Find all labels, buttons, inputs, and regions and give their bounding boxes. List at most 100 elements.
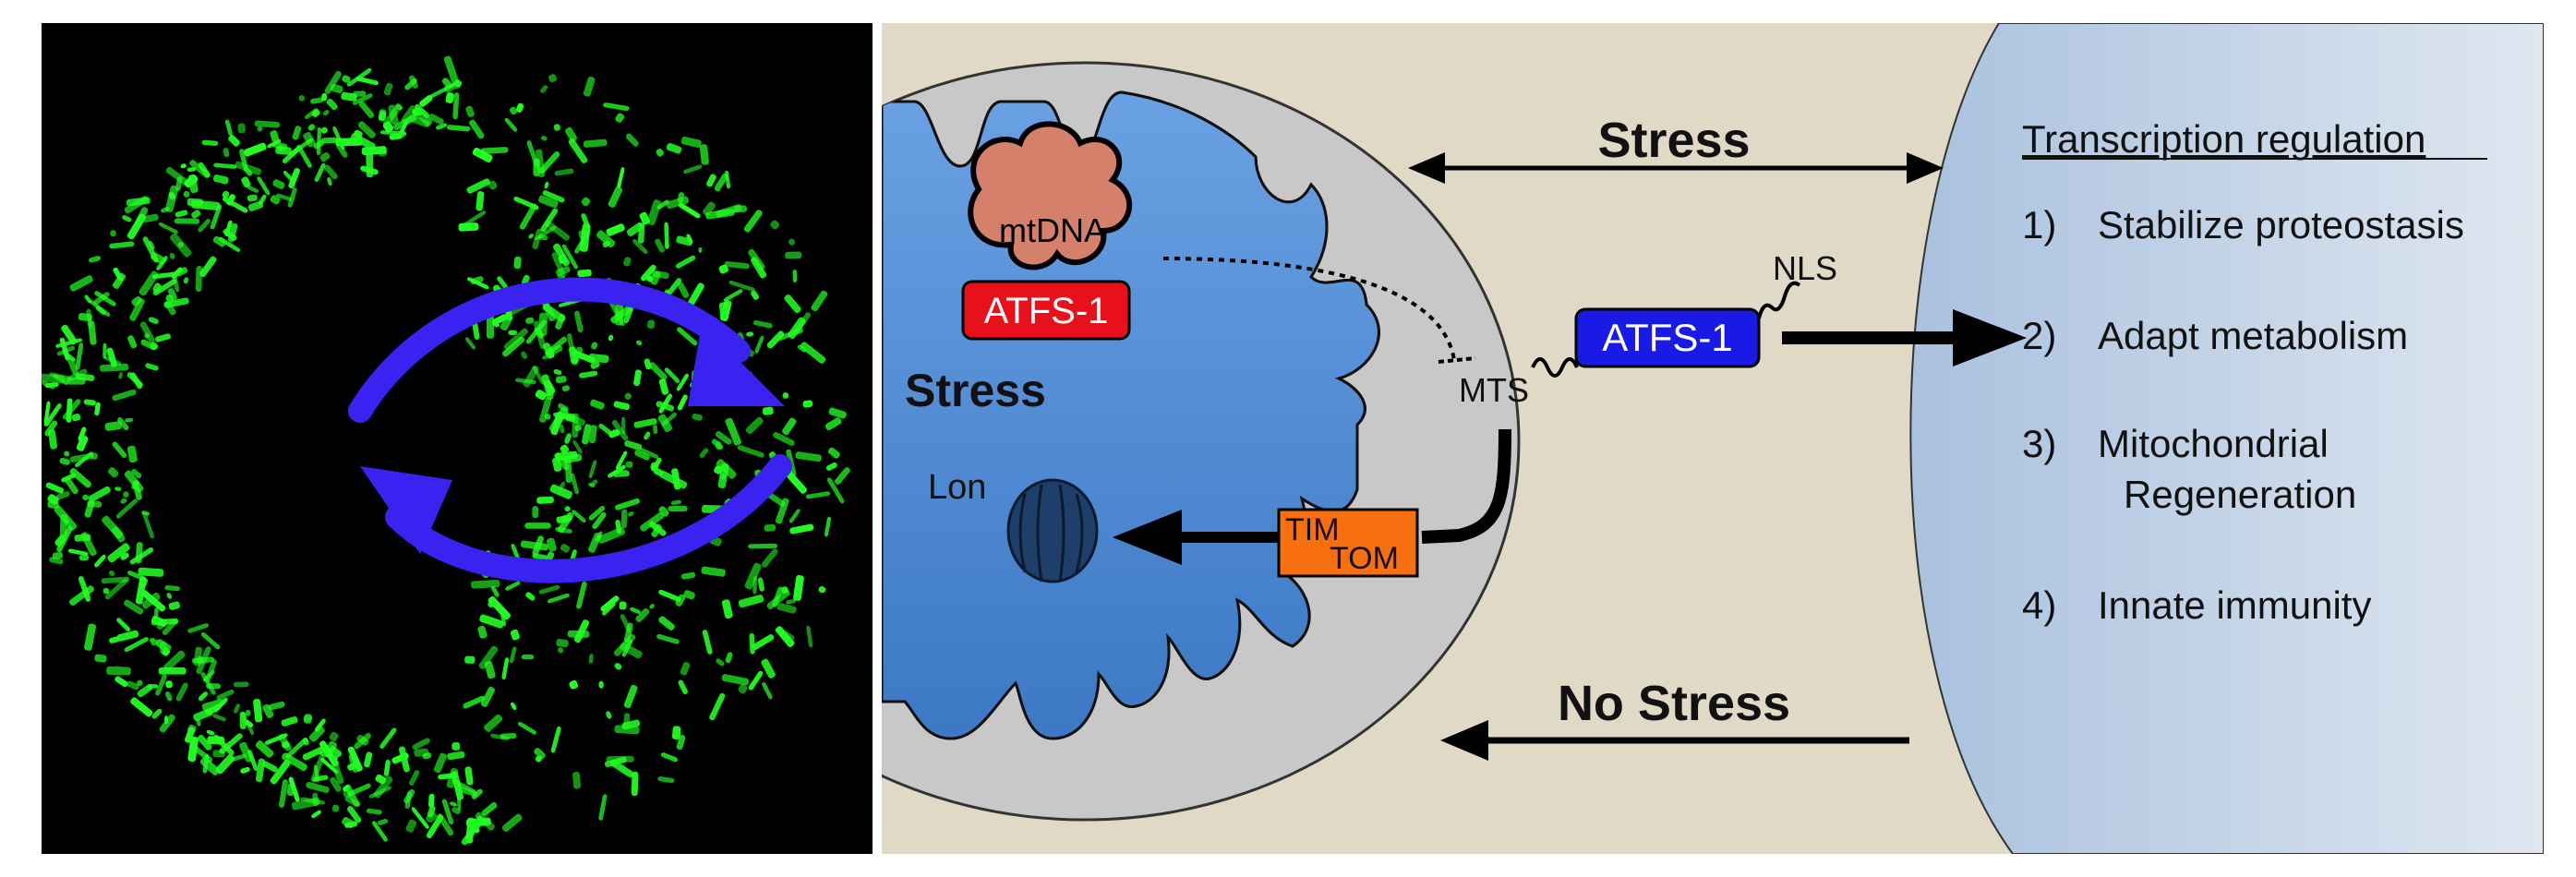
mitochondrion-segment bbox=[239, 149, 248, 169]
mitochondrion-segment bbox=[288, 167, 300, 189]
mitochondrion-segment bbox=[658, 393, 673, 414]
mitochondrion-segment bbox=[247, 194, 258, 202]
mitochondrion-segment bbox=[658, 589, 681, 602]
mitochondrion-segment bbox=[366, 808, 382, 815]
mitochondrion-segment bbox=[307, 124, 316, 131]
mitochondrion-segment bbox=[174, 218, 200, 224]
mitochondrion-segment bbox=[504, 117, 518, 132]
mitochondrion-segment bbox=[825, 462, 837, 471]
mitochondrion-segment bbox=[66, 398, 73, 423]
mitochondrion-segment bbox=[270, 130, 280, 143]
mitochondrion-segment bbox=[201, 698, 224, 712]
mitochondrion-segment bbox=[540, 136, 548, 141]
mitochondrion-segment bbox=[189, 743, 213, 763]
mitochondrion-segment bbox=[548, 407, 569, 433]
mitochondrion-segment bbox=[125, 417, 134, 423]
mitochondrion-segment bbox=[168, 192, 176, 200]
mitochondrion-segment bbox=[625, 461, 633, 468]
mitochondrion-segment bbox=[108, 570, 115, 577]
mitochondrion-segment bbox=[106, 666, 131, 676]
mitochondrion-segment bbox=[556, 514, 572, 523]
mitochondrion-segment bbox=[573, 310, 584, 333]
mitochondrion-segment bbox=[715, 431, 732, 445]
mitochondrion-segment bbox=[292, 126, 302, 140]
mitochondrion-segment bbox=[615, 498, 641, 511]
mitochondrion-segment bbox=[545, 336, 568, 356]
mitochondrion-segment bbox=[516, 102, 524, 113]
mitochondrion-segment bbox=[159, 714, 175, 733]
mitochondrion-segment bbox=[680, 571, 696, 580]
mitochondrion-segment bbox=[770, 220, 780, 230]
mitochondrion-segment bbox=[536, 496, 554, 504]
mitochondrion-segment bbox=[721, 674, 750, 686]
mitochondrion-segment bbox=[532, 506, 539, 519]
mitochondrion-segment bbox=[716, 658, 725, 667]
mitochondrion-segment bbox=[89, 256, 102, 263]
mitochondrion-segment bbox=[470, 276, 484, 284]
mitochondrion-segment bbox=[350, 132, 376, 150]
mitochondrion-segment bbox=[620, 509, 628, 529]
mitochondrion-segment bbox=[478, 645, 499, 669]
mitochondrion-segment bbox=[625, 133, 639, 147]
mitochondrion-segment bbox=[202, 670, 215, 682]
mitochondrion-segment bbox=[223, 148, 230, 158]
mitochondrion-segment bbox=[535, 390, 548, 401]
mitochondrion-segment bbox=[90, 452, 98, 460]
mitochondrion-segment bbox=[94, 291, 116, 306]
list-item-number: 1) bbox=[2022, 203, 2056, 246]
mitochondrion-segment bbox=[639, 448, 659, 459]
mitochondrion-segment bbox=[737, 445, 764, 458]
mitochondrion-segment bbox=[94, 554, 106, 568]
mitochondrion-segment bbox=[308, 726, 325, 742]
mitochondrion-segment bbox=[222, 190, 230, 198]
mitochondrion-segment bbox=[78, 313, 92, 322]
mitochondrion-segment bbox=[206, 729, 215, 736]
mitochondrion-segment bbox=[564, 433, 572, 444]
mitochondrion-segment bbox=[464, 766, 474, 786]
mitochondrion-segment bbox=[653, 424, 658, 435]
mitochondrion-segment bbox=[240, 711, 255, 736]
mitochondrion-segment bbox=[43, 402, 62, 426]
mitochondrion-segment bbox=[104, 421, 122, 431]
mitochondrion-segment bbox=[360, 165, 379, 175]
mitochondrion-segment bbox=[595, 531, 603, 542]
mitochondrion-segment bbox=[721, 599, 733, 619]
mitochondrion-segment bbox=[212, 174, 229, 185]
mitochondrion-segment bbox=[412, 107, 422, 116]
mtdna-blob bbox=[968, 121, 1132, 270]
mitochondrion-segment bbox=[145, 363, 159, 371]
mitochondrion-segment bbox=[619, 601, 627, 610]
mitochondrion-segment bbox=[388, 104, 399, 125]
mitochondrion-segment bbox=[175, 682, 188, 702]
mitochondrion-segment bbox=[465, 105, 475, 117]
mitochondrion-segment bbox=[76, 435, 89, 451]
mitochondrion-segment bbox=[302, 746, 325, 761]
mitochondrion-segment bbox=[606, 755, 634, 763]
mitochondrion-segment bbox=[320, 126, 328, 134]
mitochondrion-segment bbox=[67, 357, 78, 376]
mitochondrion-segment bbox=[677, 327, 698, 346]
mitochondrion-segment bbox=[782, 392, 789, 399]
mitochondrion-segment bbox=[368, 786, 391, 799]
mitochondrion-segment bbox=[513, 256, 522, 270]
mitochondrion-segment bbox=[117, 417, 129, 431]
mitochondrion-segment bbox=[702, 630, 713, 655]
mitochondrion-segment bbox=[272, 179, 285, 189]
mitochondrion-segment bbox=[488, 180, 498, 190]
mitochondrion-segment bbox=[549, 484, 572, 499]
mitochondrion-segment bbox=[245, 709, 251, 716]
mitochondrion-segment bbox=[114, 487, 122, 491]
list-item-text-line2: Regeneration bbox=[2124, 473, 2356, 516]
mitochondrion-segment bbox=[126, 213, 147, 240]
mitochondrion-segment bbox=[540, 208, 559, 233]
mitochondrion-segment bbox=[126, 445, 138, 463]
stress-arrow-label: Stress bbox=[1597, 113, 1750, 168]
mitochondrion-segment bbox=[322, 109, 330, 116]
mitochondrion-segment bbox=[142, 511, 154, 539]
mitochondrion-segment bbox=[766, 330, 785, 349]
mitochondrion-segment bbox=[538, 195, 559, 209]
nls-squiggle bbox=[1757, 281, 1801, 319]
mitochondrion-segment bbox=[632, 238, 648, 255]
mitochondrion-segment bbox=[589, 479, 598, 487]
mitochondrion-segment bbox=[201, 139, 219, 147]
